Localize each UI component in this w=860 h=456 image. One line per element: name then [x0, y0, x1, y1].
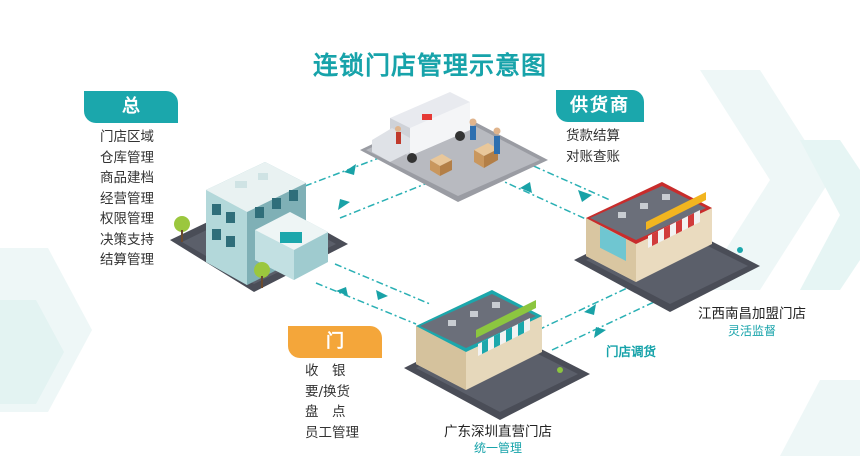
list-item: 员工管理: [305, 424, 359, 441]
arrow-icon: [376, 290, 388, 300]
list-item: 经营管理: [100, 190, 154, 207]
direct-store-name: 广东深圳直营门店: [444, 424, 552, 440]
supplier-function-list: 货款结算 对账查账: [566, 126, 620, 167]
page-title: 连锁门店管理示意图: [312, 51, 547, 80]
franchise-store-name: 江西南昌加盟门店: [698, 306, 806, 322]
list-item: 结算管理: [100, 252, 154, 268]
list-item: 商品建档: [100, 170, 154, 186]
arrow-icon: [344, 164, 356, 175]
supplier-truck-icon: [360, 92, 548, 202]
store-function-list: 收 银 要/换货 盘 点 员工管理: [305, 361, 359, 443]
connector-supplier-franchise: [495, 159, 611, 221]
list-item: 对账查账: [566, 148, 620, 165]
list-item: 决策支持: [100, 231, 154, 248]
arrow-icon: [584, 304, 596, 315]
arrow-icon: [578, 190, 592, 202]
arrow-icon: [594, 327, 606, 338]
direct-store-caption: 统一管理: [474, 441, 523, 455]
headquarters-tag: 总 部: [84, 91, 178, 149]
connector-direct-franchise: [537, 281, 655, 351]
store-transfer-label: 门店调货: [606, 344, 657, 359]
list-item: 收 银: [305, 363, 346, 379]
arrow-icon: [336, 287, 348, 296]
list-item: 货款结算: [566, 128, 620, 144]
franchise-store-caption: 灵活监督: [728, 324, 777, 338]
direct-store-icon: [404, 290, 590, 420]
list-item: 门店区域: [100, 129, 154, 145]
store-tag: 门 店: [288, 326, 382, 384]
connector-hq-direct: [315, 263, 431, 325]
headquarters-function-list: 门店区域 仓库管理 商品建档 经营管理 权限管理 决策支持 结算管理: [100, 127, 154, 271]
supplier-tag: 供货商: [556, 90, 644, 122]
arrow-icon: [520, 182, 532, 193]
franchise-store-icon: [574, 182, 760, 312]
worker-icon: [395, 118, 501, 154]
arrow-icon: [338, 199, 350, 210]
list-item: 要/换货: [305, 383, 351, 400]
list-item: 仓库管理: [100, 149, 154, 166]
list-item: 权限管理: [100, 211, 154, 227]
headquarters-building-icon: [170, 162, 348, 292]
list-item: 盘 点: [305, 404, 346, 420]
